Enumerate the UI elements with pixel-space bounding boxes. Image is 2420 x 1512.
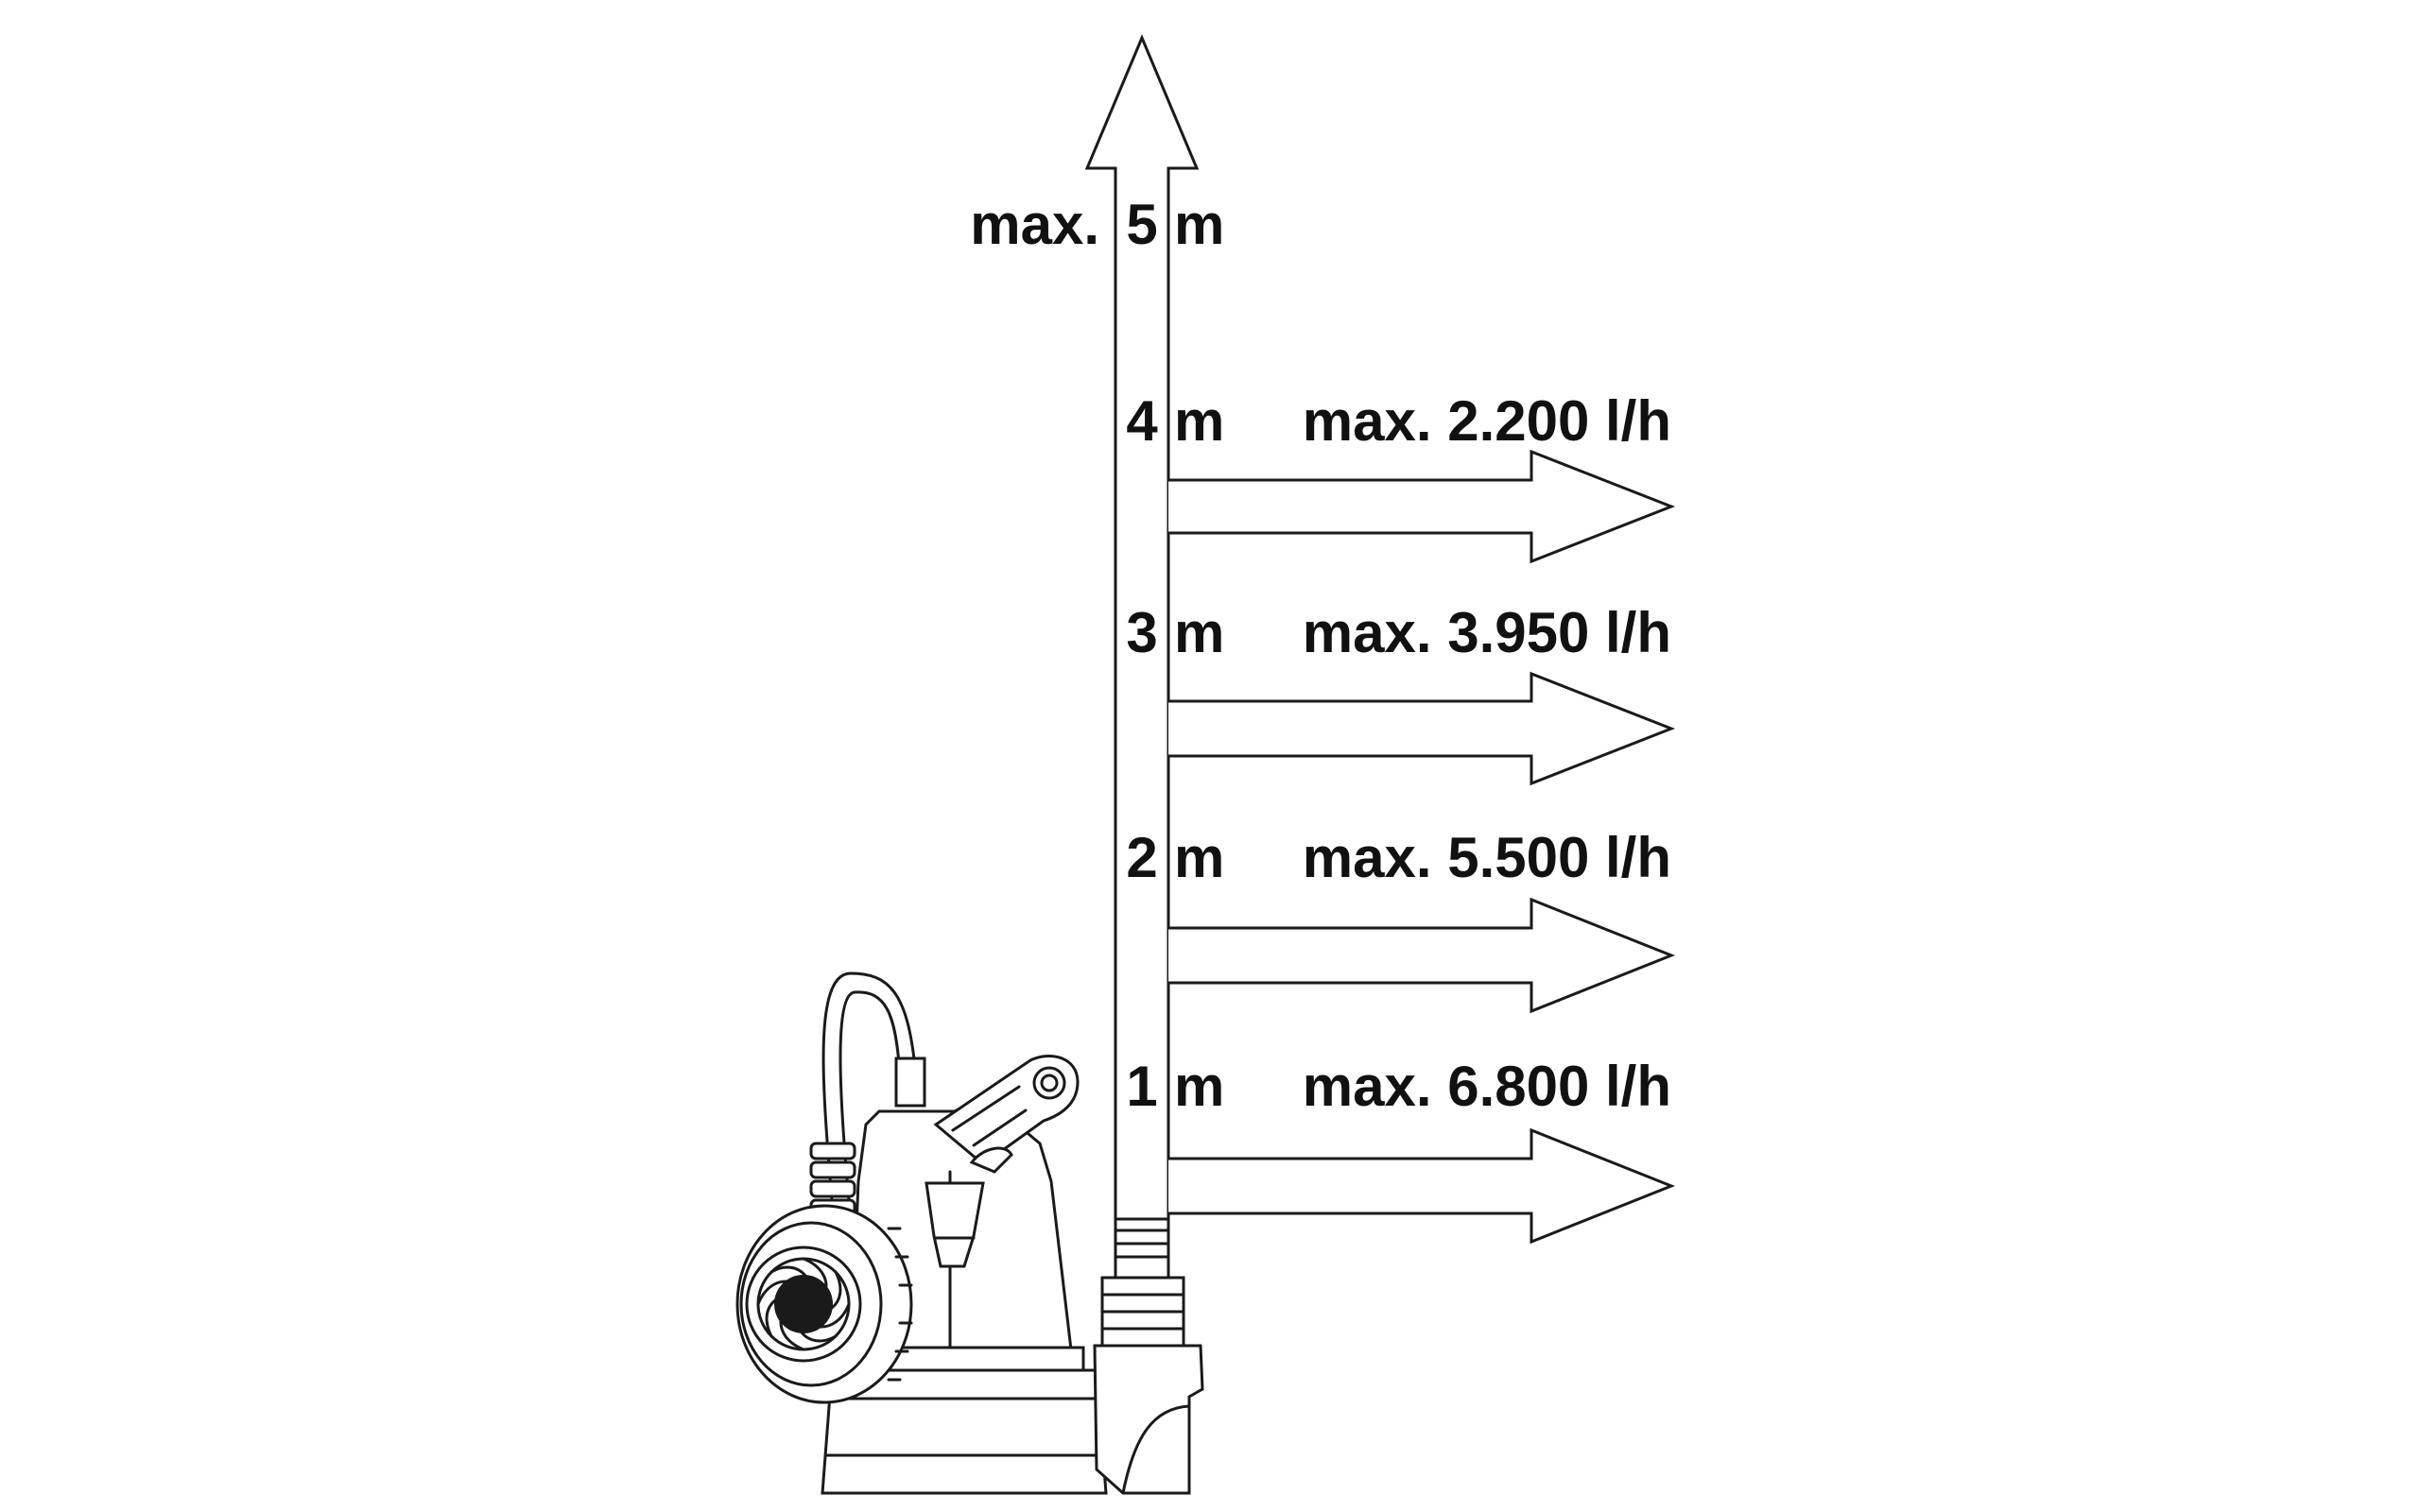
level-height-1: 1 (1126, 1055, 1157, 1118)
flow-arrow-1m (1168, 1127, 1676, 1245)
level-flow-1: max. 6.800 l/h (1303, 1055, 1671, 1118)
flow-arrow-3m (1168, 671, 1676, 786)
level-unit-4: m (1174, 389, 1224, 453)
level-height-4: 4 (1126, 389, 1158, 453)
level-unit-1: m (1174, 1055, 1224, 1118)
submersible-pump-icon (735, 971, 1204, 1495)
level-flow-2: max. 5.500 l/h (1303, 826, 1671, 889)
level-flow-3: max. 3.950 l/h (1303, 601, 1671, 664)
level-flow-4: max. 2.200 l/h (1303, 389, 1671, 453)
vertical-label-unit: m (1174, 193, 1224, 256)
flow-arrow-2m (1168, 897, 1676, 1014)
flow-arrow-4m (1168, 449, 1676, 564)
vertical-label-value: 5 (1126, 193, 1157, 256)
vertical-label-prefix: max. (970, 193, 1099, 256)
level-unit-3: m (1174, 601, 1224, 664)
level-unit-2: m (1174, 826, 1224, 889)
level-height-2: 2 (1126, 826, 1157, 889)
level-height-3: 3 (1126, 601, 1157, 664)
